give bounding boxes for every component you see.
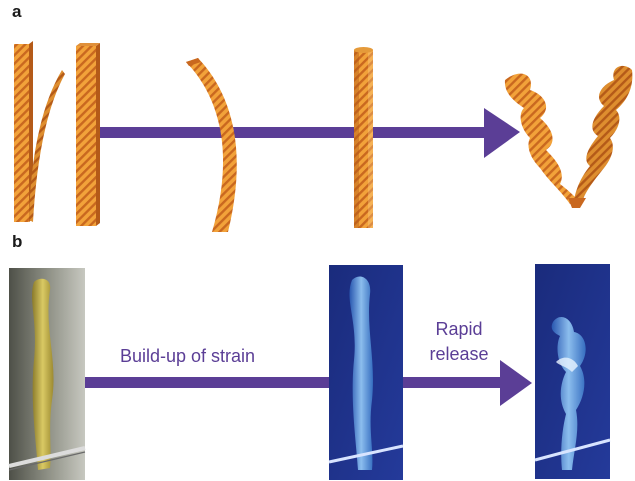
photo-strained-film	[329, 265, 403, 480]
strip-twisted	[505, 66, 632, 208]
photo-released-film	[535, 264, 610, 479]
strip-straight-right	[76, 43, 100, 226]
photo-yellow-film	[9, 268, 85, 480]
strip-bent	[186, 58, 237, 232]
strip-peeling	[29, 70, 65, 222]
strip-rolled	[354, 47, 373, 228]
caption-rapid: Rapid	[414, 318, 504, 340]
arrow-right-icon	[100, 108, 520, 158]
caption-release: release	[414, 343, 504, 365]
caption-build-up-of-strain: Build-up of strain	[120, 345, 320, 367]
arrow-right-icon	[85, 377, 331, 388]
arrow-right-icon	[403, 360, 532, 406]
